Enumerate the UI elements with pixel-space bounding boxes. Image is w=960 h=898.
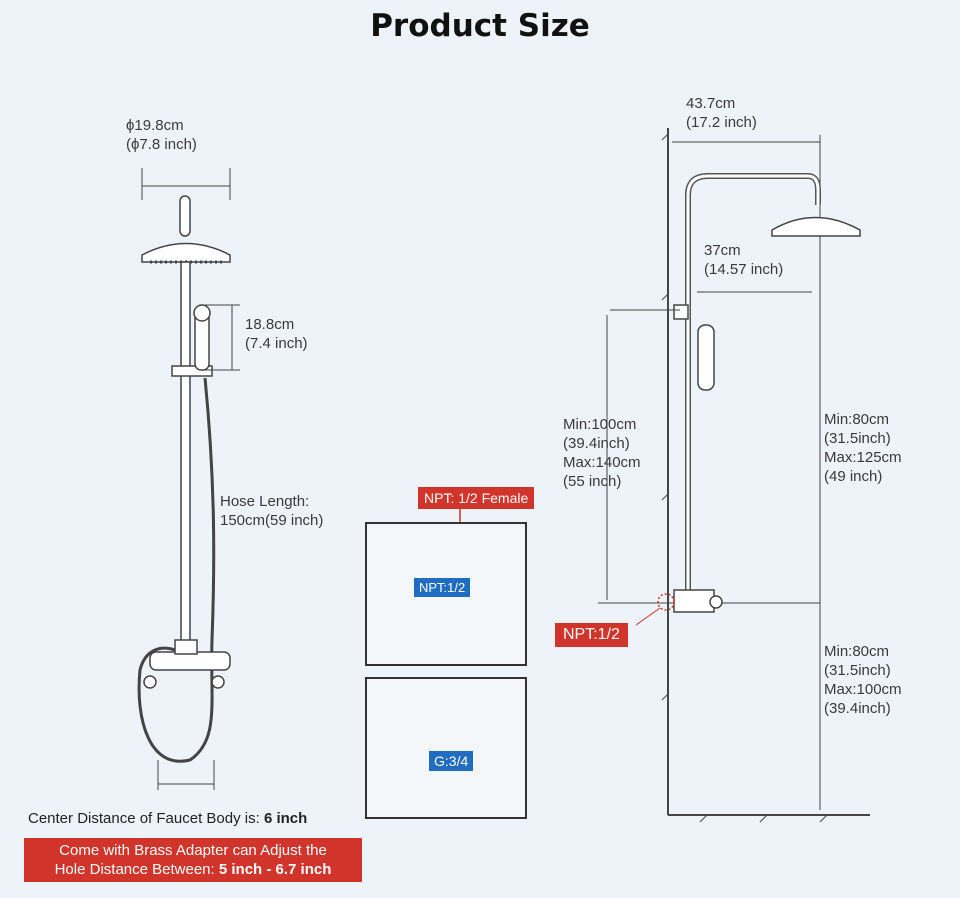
note-prefix: Center Distance of Faucet Body is: xyxy=(28,810,264,827)
head-offset-cm: 37cm xyxy=(704,242,741,259)
hose-length-value: 150cm(59 inch) xyxy=(220,512,324,529)
banner-line1: Come with Brass Adapter can Adjust the xyxy=(59,842,327,859)
arm-length-inch: (17.2 inch) xyxy=(686,114,757,131)
head-height-min-inch: (31.5inch) xyxy=(824,430,891,447)
valve-height-min: Min:80cm xyxy=(824,643,890,660)
head-height-max: Max:125cm xyxy=(824,449,902,466)
handheld-length-inch: (7.4 inch) xyxy=(245,335,308,352)
hose-length-label: Hose Length: xyxy=(220,493,310,510)
adapter-banner: Come with Brass Adapter can Adjust the H… xyxy=(24,838,362,882)
right-shower-drawing xyxy=(598,128,870,816)
head-height-min: Min:80cm xyxy=(824,411,890,428)
valve-height-max-inch: (39.4inch) xyxy=(824,700,891,717)
banner-line2-prefix: Hole Distance Between: xyxy=(54,861,219,878)
left-shower-drawing xyxy=(137,168,240,790)
head-diameter-inch: (ϕ7.8 inch) xyxy=(126,136,197,153)
inlet-npt-tag: NPT:1/2 xyxy=(555,623,628,647)
connector-detail-box: NPT:1/2 xyxy=(365,522,527,666)
arm-length-cm: 43.7cm xyxy=(686,95,736,112)
female-npt-tag: NPT: 1/2 Female xyxy=(418,487,535,509)
npt-tag: NPT:1/2 xyxy=(414,578,471,597)
slide-min-inch: (39.4inch) xyxy=(563,435,630,452)
wall-hatching xyxy=(661,133,828,823)
valve-height-max: Max:100cm xyxy=(824,681,902,698)
banner-line2-value: 5 inch - 6.7 inch xyxy=(218,861,332,878)
slide-max-inch: (55 inch) xyxy=(563,473,622,490)
valve-height-min-inch: (31.5inch) xyxy=(824,662,891,679)
g-tag: G:3/4 xyxy=(429,751,474,771)
page-title: Product Size xyxy=(370,8,590,44)
banner-line2: Hole Distance Between: 5 inch - 6.7 inch xyxy=(24,860,362,879)
head-diameter-cm: ϕ19.8cm xyxy=(126,117,184,134)
head-height-max-inch: (49 inch) xyxy=(824,468,883,485)
slide-max: Max:140cm xyxy=(563,454,641,471)
head-offset-inch: (14.57 inch) xyxy=(704,261,784,278)
valve-detail-box: G:3/4 xyxy=(365,677,527,819)
handheld-length-cm: 18.8cm xyxy=(245,316,295,333)
note-value: 6 inch xyxy=(263,810,308,827)
center-distance-note: Center Distance of Faucet Body is: 6 inc… xyxy=(28,810,307,827)
slide-min: Min:100cm xyxy=(563,416,637,433)
